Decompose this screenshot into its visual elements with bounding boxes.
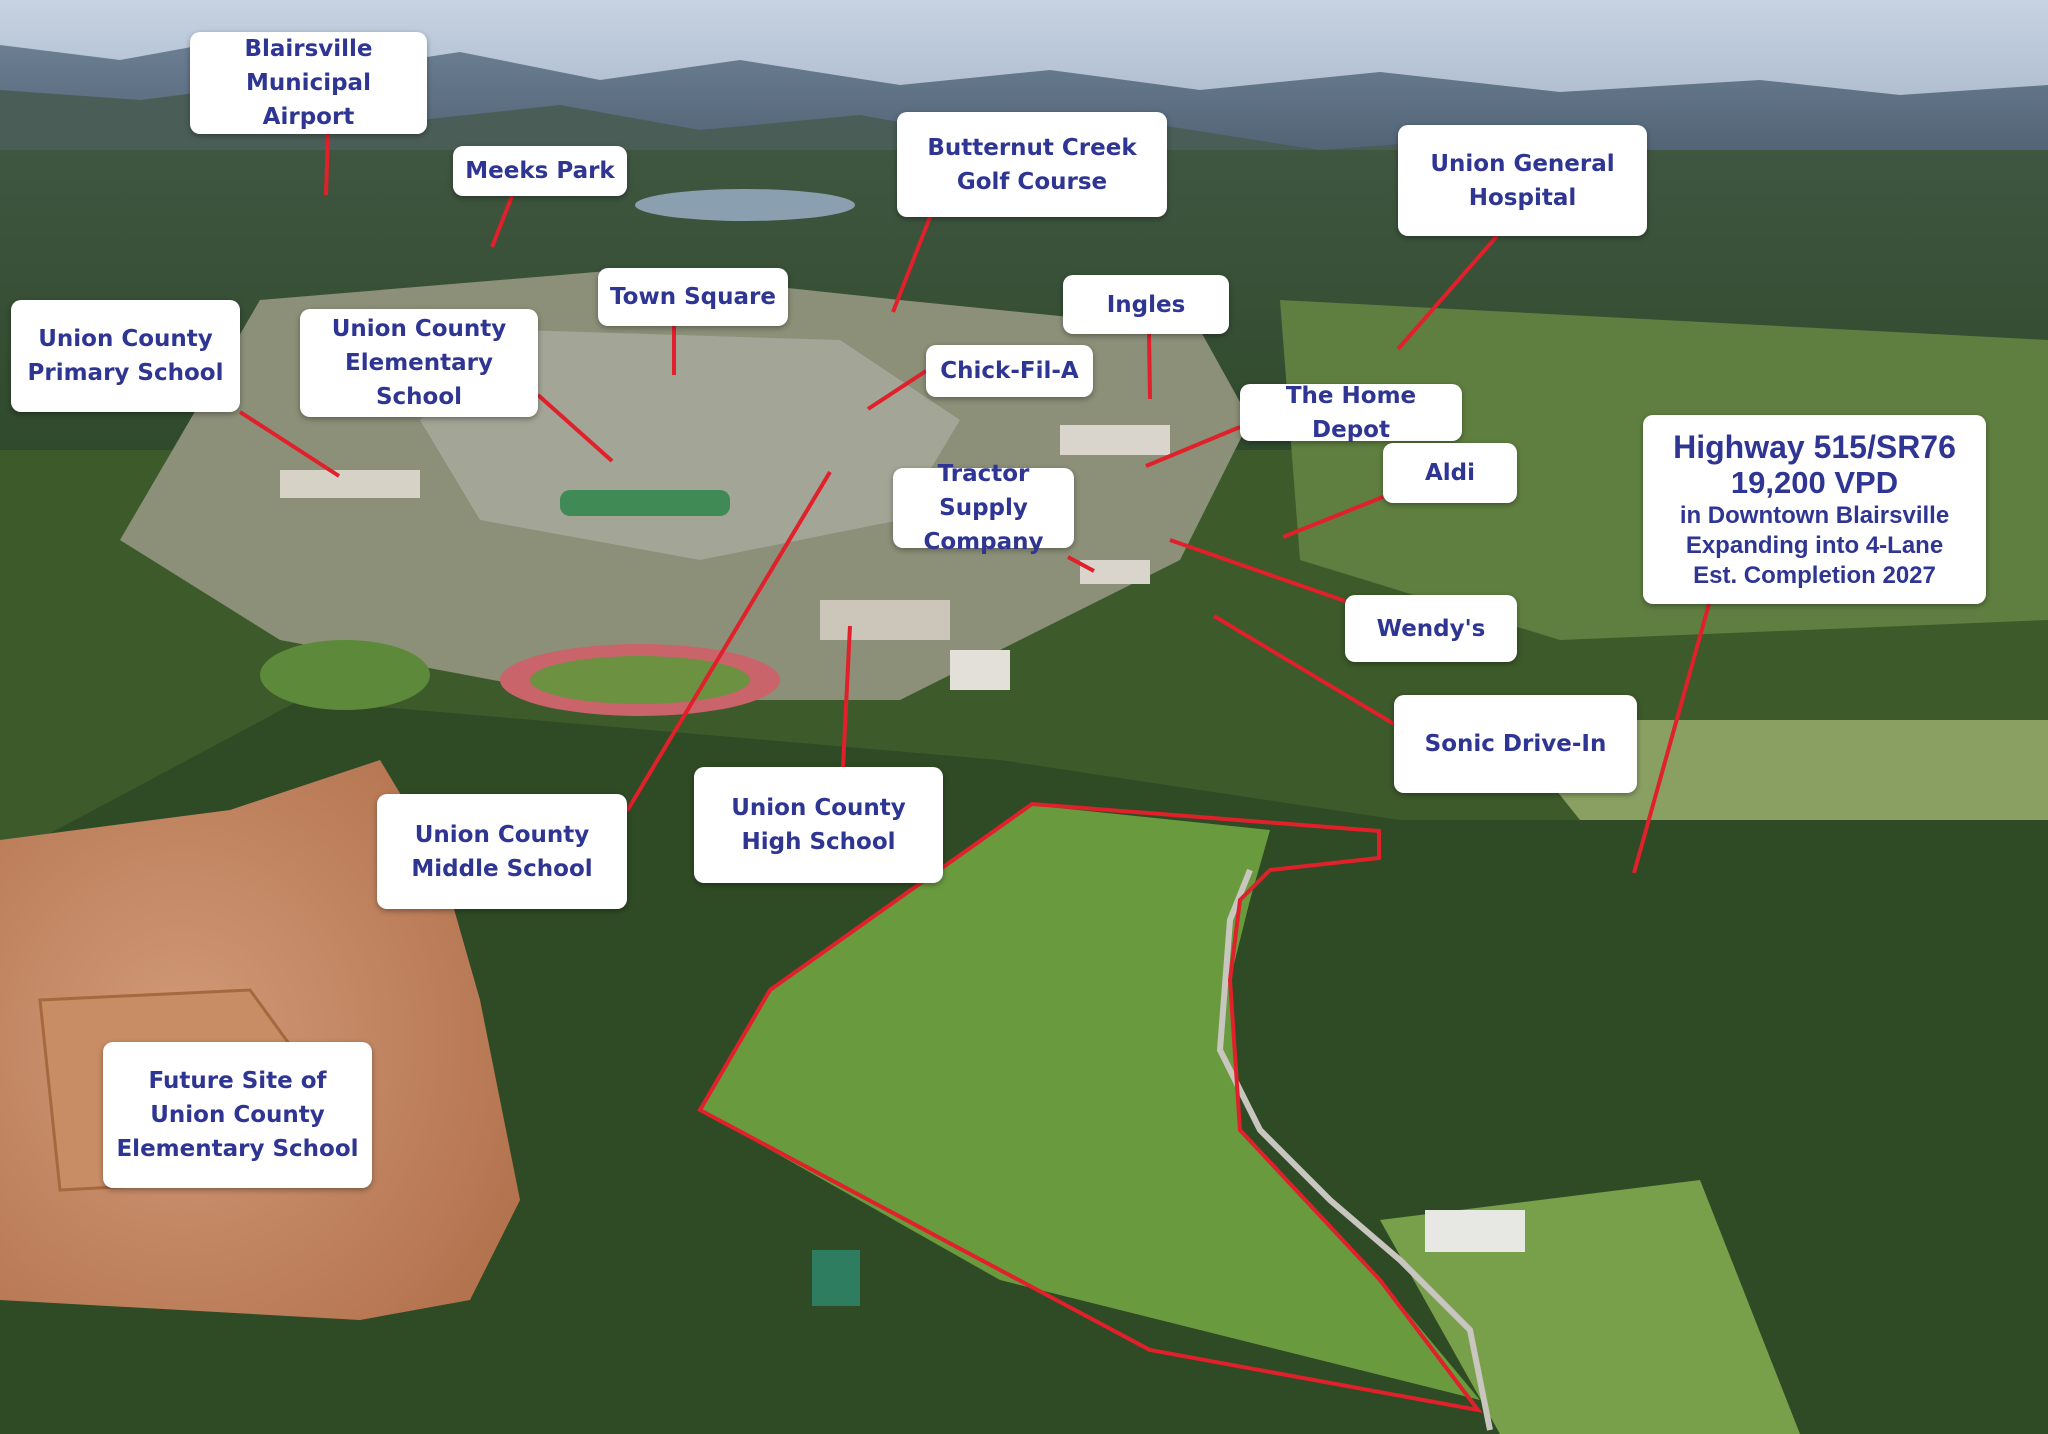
leader-middle-school	[625, 470, 832, 813]
leader-primary-school	[238, 410, 341, 478]
leader-home-depot	[1145, 425, 1241, 468]
football-field	[560, 490, 730, 516]
leader-ingles	[1147, 333, 1152, 400]
leader-golf	[891, 216, 932, 313]
barn-green	[812, 1250, 860, 1306]
label-sonic-drive-in: Sonic Drive-In	[1394, 695, 1637, 793]
label-ingles: Ingles	[1063, 275, 1229, 334]
label-union-county-elementary-school: Union County Elementary School	[300, 309, 538, 417]
label-blairsville-airport: Blairsville Municipal Airport	[190, 32, 427, 134]
parcel-pasture	[700, 805, 1480, 1400]
leader-airport	[324, 131, 330, 196]
label-union-county-primary-school: Union County Primary School	[11, 300, 240, 412]
leader-sonic	[1212, 614, 1396, 726]
leader-elementary-school	[536, 393, 614, 463]
label-butternut-creek-golf: Butternut Creek Golf Course	[897, 112, 1167, 217]
town-parking	[420, 330, 960, 560]
label-home-depot: The Home Depot	[1240, 383, 1462, 443]
highway-completion: Est. Completion 2027	[1693, 561, 1936, 589]
leader-hospital	[1396, 234, 1499, 351]
highway-expansion: Expanding into 4-Lane	[1685, 531, 1944, 559]
highway-info-box: Highway 515/SR76 19,200 VPD in Downtown …	[1643, 415, 1986, 604]
label-future-elementary-school-site: Future Site of Union County Elementary S…	[103, 1042, 372, 1188]
leader-chick-fil-a	[866, 369, 928, 411]
label-chick-fil-a: Chick-Fil-A	[926, 345, 1093, 397]
label-union-county-middle-school: Union County Middle School	[377, 794, 627, 909]
leader-aldi	[1282, 495, 1384, 539]
label-union-county-high-school: Union County High School	[694, 767, 943, 883]
label-union-general-hospital: Union General Hospital	[1398, 125, 1647, 236]
local-road	[1216, 868, 1493, 1431]
school-building-3	[950, 650, 1010, 690]
label-aldi: Aldi	[1383, 443, 1517, 503]
school-building	[280, 470, 420, 498]
highway-name: Highway 515/SR76	[1673, 428, 1956, 465]
highway-traffic-count: 19,200 VPD	[1730, 464, 1899, 500]
baseball-field-1	[260, 640, 430, 710]
leader-highway	[1632, 603, 1711, 874]
highway-location: in Downtown Blairsville	[1679, 501, 1950, 529]
leader-wendys	[1169, 538, 1346, 603]
lake	[635, 189, 855, 221]
store-building	[1060, 425, 1170, 455]
school-building-2	[820, 600, 950, 640]
parcel-boundary	[697, 801, 1483, 1413]
label-tractor-supply: Tractor Supply Company	[893, 461, 1074, 555]
store-building-2	[1080, 560, 1150, 584]
leader-tractor-supply	[1067, 555, 1095, 573]
leader-high-school	[841, 625, 852, 768]
label-town-square: Town Square	[598, 268, 788, 326]
leader-lines	[238, 131, 1711, 874]
warehouse	[1425, 1210, 1525, 1252]
label-wendys: Wendy's	[1345, 595, 1517, 662]
label-meeks-park: Meeks Park	[453, 146, 627, 196]
track-infield	[530, 656, 750, 704]
leader-meeks-park	[490, 195, 514, 248]
